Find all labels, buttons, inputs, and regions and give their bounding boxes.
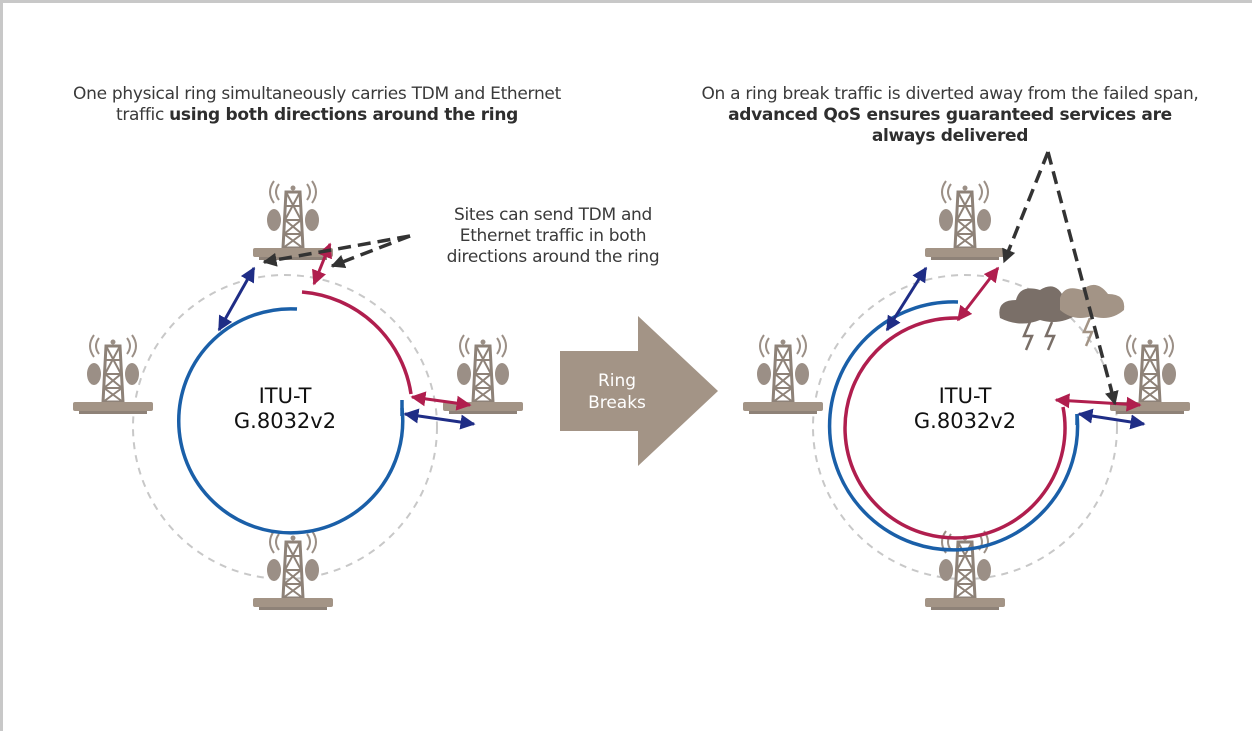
ring-breaks-label: Ring Breaks <box>572 370 662 414</box>
caption-sites-line3: directions around the ring <box>446 247 660 267</box>
ring-breaks-line1: Ring <box>597 371 637 391</box>
ring-right-line1: ITU-T <box>938 384 992 408</box>
tower-left-left <box>71 333 155 416</box>
ring-label-left: ITU-T G.8032v2 <box>220 384 350 434</box>
tower-top-left <box>251 179 335 262</box>
caption-right: On a ring break traffic is diverted away… <box>650 84 1250 147</box>
caption-right-line2: advanced QoS ensures guaranteed services… <box>728 105 1172 125</box>
caption-left-line1: One physical ring simultaneously carries… <box>73 84 561 104</box>
caption-right-line3: always delivered <box>871 126 1029 146</box>
ring-left-line2: G.8032v2 <box>233 409 337 433</box>
tower-right-right <box>1108 333 1192 416</box>
tower-left-right <box>741 333 825 416</box>
caption-sites-line2: Ethernet traffic in both <box>459 226 647 246</box>
caption-sites: Sites can send TDM and Ethernet traffic … <box>418 205 688 268</box>
tower-top-right <box>923 179 1007 262</box>
tower-bottom-left <box>251 529 335 612</box>
caption-left: One physical ring simultaneously carries… <box>22 84 612 126</box>
ring-breaks-arrow <box>560 316 718 466</box>
storm-cloud-icon <box>999 284 1125 351</box>
ring-right-line2: G.8032v2 <box>913 409 1017 433</box>
caption-left-plain: traffic <box>115 105 164 125</box>
caption-left-line2: traffic using both directions around the… <box>22 105 612 126</box>
caption-left-bold: using both directions around the ring <box>169 105 518 125</box>
ring-left-line1: ITU-T <box>258 384 312 408</box>
ring-label-right: ITU-T G.8032v2 <box>900 384 1030 434</box>
ring-breaks-line2: Breaks <box>588 393 646 413</box>
caption-sites-line1: Sites can send TDM and <box>453 205 653 225</box>
caption-right-line1: On a ring break traffic is diverted away… <box>701 84 1199 104</box>
